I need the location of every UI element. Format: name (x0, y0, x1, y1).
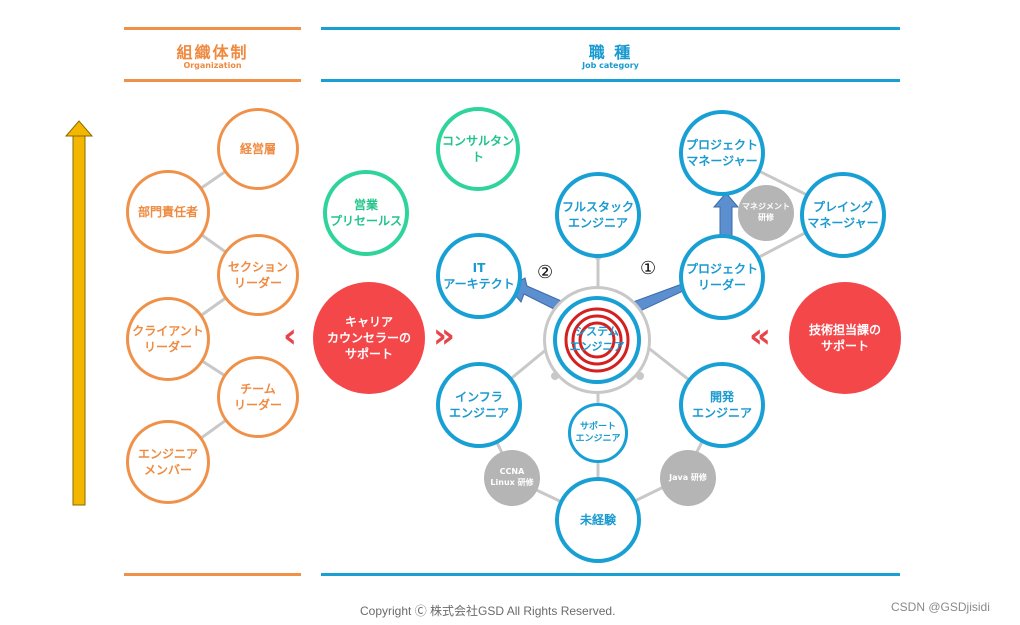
copyright-text: Copyright Ⓒ 株式会社GSD All Rights Reserved. (360, 604, 616, 618)
job-footer-line (321, 573, 900, 576)
career-counselor-support: キャリア カウンセラーの サポート (313, 282, 425, 394)
training-ccna-linux: CCNA Linux 研修 (484, 450, 540, 506)
watermark-text: CSDN @GSDjisidi (891, 600, 990, 614)
chevron-left-icon: ‹ (283, 316, 298, 356)
node-sales-presales: 営業 プリセールス (323, 170, 409, 256)
job-header-bottom-line (321, 79, 900, 82)
node-consultant: コンサルタント (436, 107, 520, 191)
node-it-architect: IT アーキテクト (436, 233, 522, 319)
node-dev-engineer: 開発 エンジニア (679, 362, 765, 448)
node-project-manager: プロジェクト マネージャー (679, 110, 765, 196)
target-icon (564, 307, 630, 373)
node-executive: 経営層 (217, 108, 299, 190)
chevron-right-double-icon: » (433, 316, 455, 356)
system-engineer-blue-ring (553, 296, 641, 384)
node-system-engineer: システム エンジニア (569, 325, 625, 353)
training-java: Java 研修 (660, 450, 716, 506)
node-engineer-member: エンジニア メンバー (126, 420, 210, 504)
path2-label: ② (537, 262, 554, 283)
node-department-head: 部門責任者 (126, 170, 210, 254)
node-team-leader: チーム リーダー (217, 356, 299, 438)
chevron-left-double-icon: « (749, 316, 771, 356)
node-infra-engineer: インフラ エンジニア (436, 362, 522, 448)
node-inexperienced: 未経験 (555, 477, 641, 563)
org-header-subtitle: Organization (183, 61, 242, 70)
node-client-leader: クライアント リーダー (126, 297, 210, 381)
job-header-title: 職 種 (588, 43, 633, 62)
tech-manager-support: 技術担当課の サポート (789, 282, 901, 394)
node-playing-manager: プレイング マネージャー (800, 172, 886, 258)
node-support-engineer: サポート エンジニア (568, 403, 628, 463)
training-management: マネジメント 研修 (738, 185, 794, 241)
org-header-title: 組織体制 (176, 43, 249, 62)
job-header-subtitle: Job category (582, 61, 639, 70)
career-up-arrow (64, 120, 94, 506)
node-fullstack-engineer: フルスタック エンジニア (555, 172, 641, 258)
node-project-leader: プロジェクト リーダー (679, 234, 765, 320)
org-header-top-line (124, 27, 301, 30)
node-section-leader: セクション リーダー (217, 234, 299, 316)
path1-label: ① (640, 258, 657, 279)
org-footer-line (124, 573, 301, 576)
org-header-bottom-line (124, 79, 301, 82)
job-header-top-line (321, 27, 900, 30)
